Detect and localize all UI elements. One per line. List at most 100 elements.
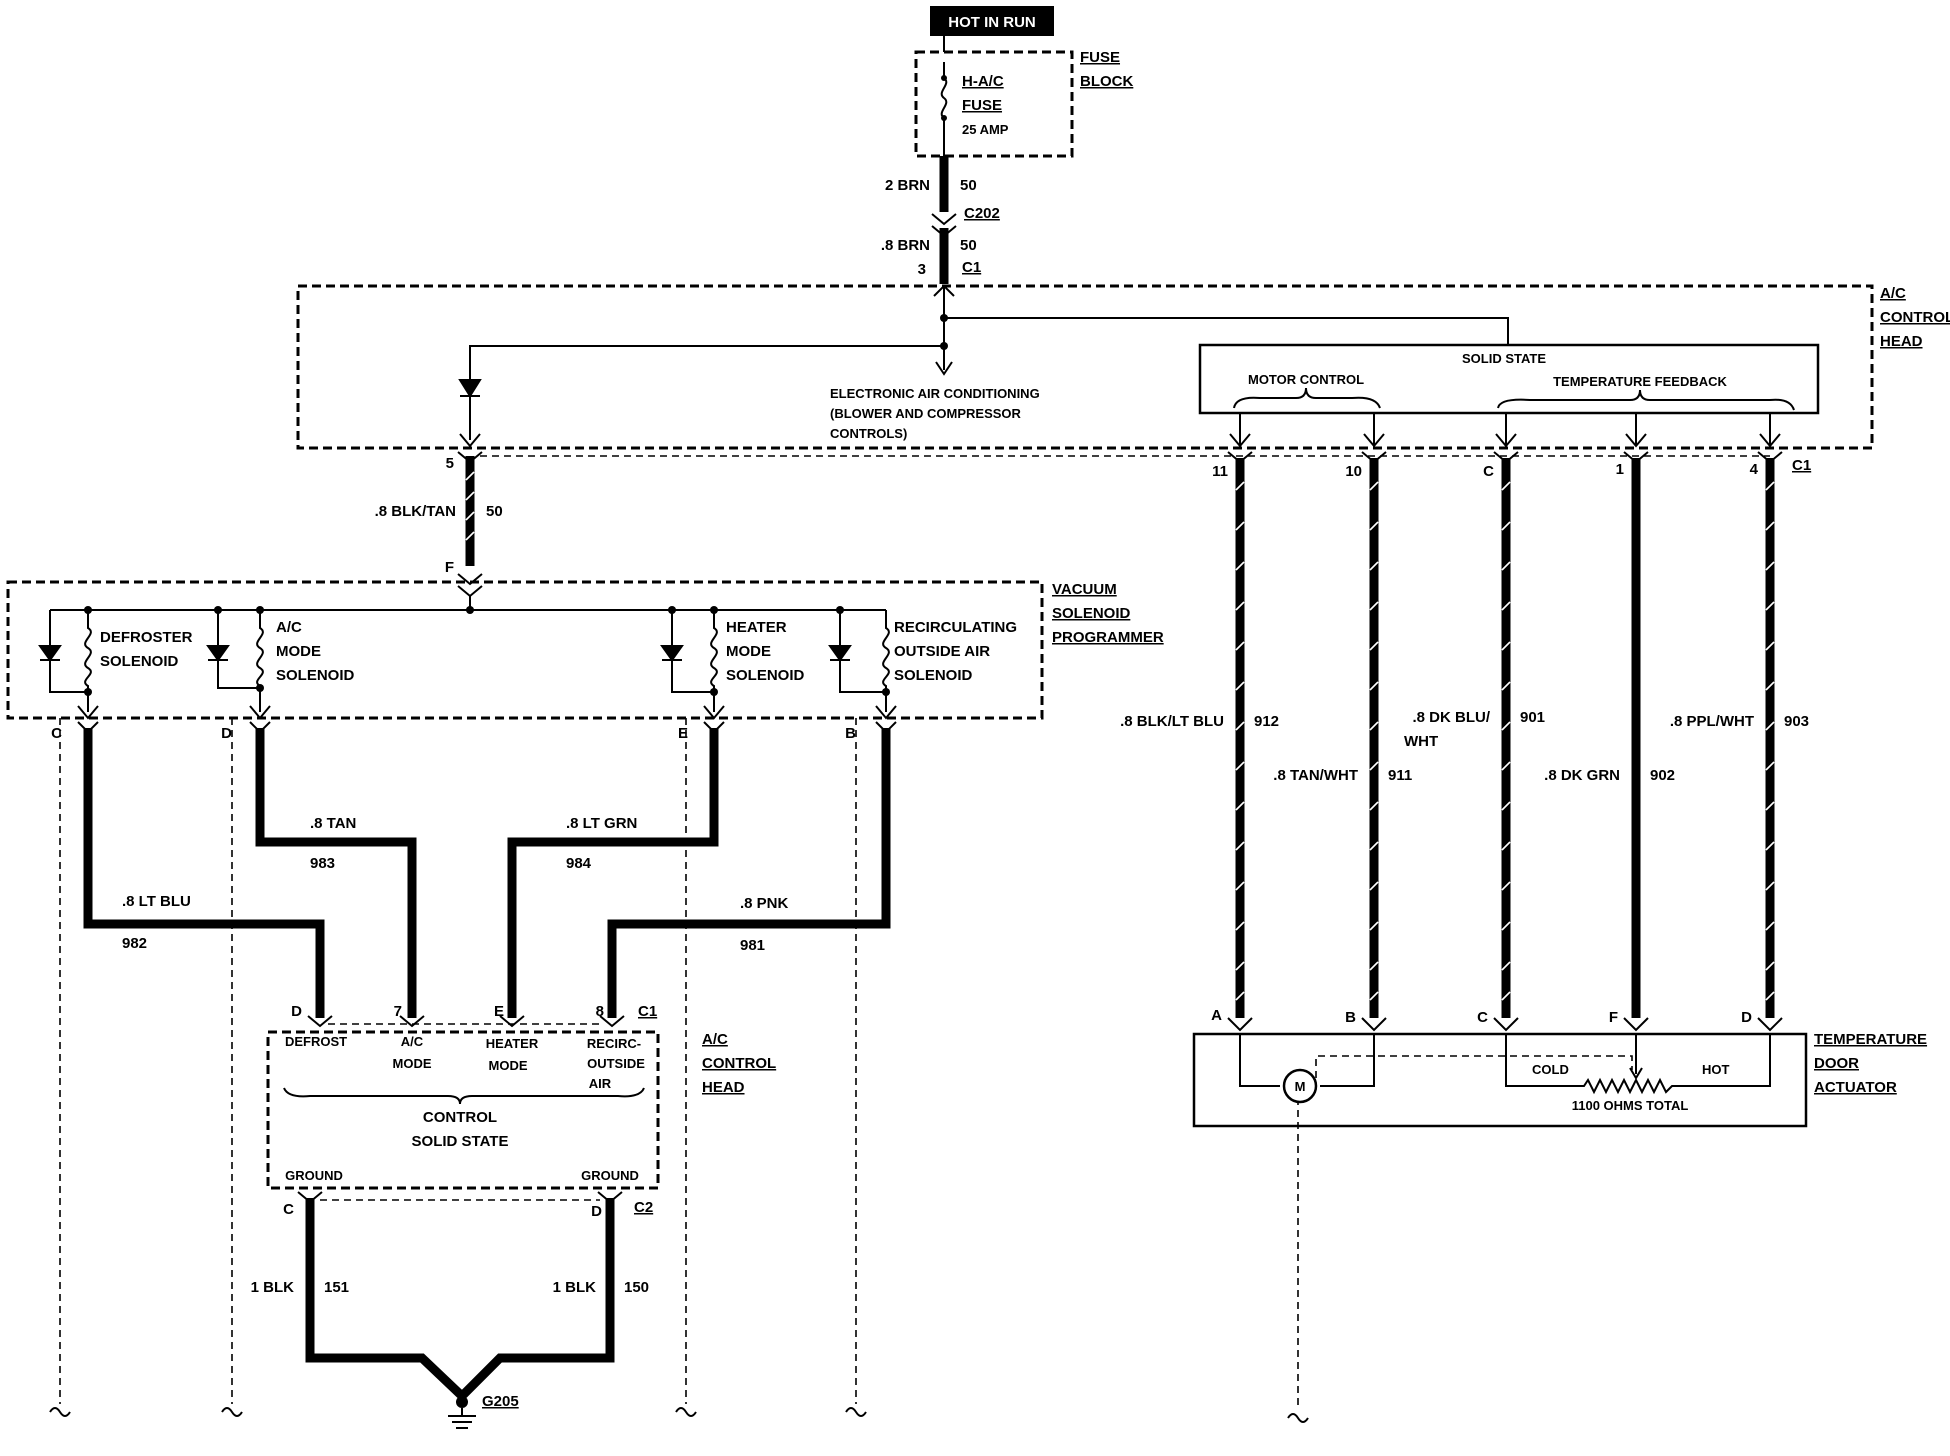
wire-911-circuit: 911 [1388, 767, 1412, 784]
actuator-pin-c: C [1477, 1009, 1488, 1026]
ground-left-gauge: 1 BLK [251, 1279, 295, 1296]
internal-branch-to-solid-state [944, 317, 1509, 345]
bottom-ac-mode-2: MODE [393, 1056, 432, 1071]
ac-mode-label-3: SOLENOID [276, 667, 355, 684]
wire-902-circuit: 902 [1650, 767, 1675, 784]
heater-label-2: MODE [726, 643, 771, 660]
defroster-label-2: SOLENOID [100, 653, 179, 670]
bottom-pin-8: 8 [596, 1003, 604, 1020]
bottom-control-brace [283, 1087, 645, 1105]
programmer-label-3: PROGRAMMER [1052, 629, 1164, 646]
wire-pnk-gauge: .8 PNK [740, 895, 789, 912]
temp-feedback-label: TEMPERATURE FEEDBACK [1553, 374, 1727, 389]
programmer-label-1: VACUUM [1052, 581, 1117, 598]
wire-tan-circuit: 983 [310, 855, 335, 872]
mode-wires: .8 LT BLU 982 .8 TAN 983 .8 LT GRN 984 .… [77, 721, 897, 1018]
actuator-motor-wiring [1239, 1034, 1375, 1087]
actuator-wire-stripes [1235, 481, 1775, 1001]
actuator-resistance: 1100 OHMS TOTAL [1572, 1098, 1689, 1113]
motor-label: M [1295, 1079, 1306, 1094]
wire-901-gauge-1: .8 DK BLU/ [1412, 709, 1490, 726]
programmer-pin-d-arrow [249, 705, 271, 720]
wire-903-gauge: .8 PPL/WHT [1670, 713, 1754, 730]
ac-control-head-bottom: D 7 E 8 C1 DEFROST A/C MODE HEATER MODE … [266, 1003, 776, 1220]
recirc-label-2: OUTSIDE AIR [894, 643, 990, 660]
motor-symbol [1282, 1068, 1318, 1104]
programmer-feed-stripes [465, 471, 475, 541]
fuse-name-1: H-A/C [962, 73, 1004, 90]
programmer-feed-section: .8 BLK/TAN 50 F [375, 451, 503, 598]
programmer-pin-f: F [445, 559, 454, 576]
ground-symbol [448, 1408, 476, 1429]
continuation-tilde-5 [1287, 1413, 1309, 1423]
feed-lower-circuit: 50 [960, 237, 977, 254]
bottom-control-head-box [266, 1030, 660, 1190]
programmer-label-2: SOLENOID [1052, 605, 1131, 622]
actuator-lower-connectors [1227, 1017, 1783, 1032]
ac-control-head-top: A/C CONTROL HEAD ELECTRONIC AIR CONDITIO… [296, 284, 1950, 480]
eac-label-2: (BLOWER AND COMPRESSOR [830, 406, 1022, 421]
actuator-wires: .8 BLK/LT BLU 912 .8 TAN/WHT 911 .8 DK B… [1120, 451, 1809, 1018]
heater-label-1: HEATER [726, 619, 787, 636]
pin-10-lead [1363, 413, 1385, 448]
hot-in-run-label: HOT IN RUN [948, 14, 1036, 31]
bottom-head-label-1: A/C [702, 1031, 728, 1048]
bottom-pin-7: 7 [394, 1003, 402, 1020]
ac-mode-solenoid: A/C MODE SOLENOID [206, 606, 355, 712]
actuator-label-3: ACTUATOR [1814, 1079, 1897, 1096]
fuse-terminal-top [941, 75, 947, 81]
heater-label-3: SOLENOID [726, 667, 805, 684]
potentiometer-wiper [1629, 1034, 1643, 1080]
bottom-control-label-1: CONTROL [423, 1109, 497, 1126]
hot-in-run-badge [930, 6, 1054, 36]
programmer-pin-e-arrow [703, 705, 725, 720]
programmer-pin-d: D [221, 725, 232, 742]
bottom-pin-d2: D [591, 1203, 602, 1220]
fuse-symbol [940, 62, 948, 156]
continuation-tilde-2 [221, 1407, 243, 1417]
actuator-pin-a: A [1211, 1007, 1222, 1024]
fuse-rating: 25 AMP [962, 122, 1009, 137]
pin-4-lead [1759, 413, 1781, 448]
fuse-block-label-1: FUSE [1080, 49, 1120, 66]
programmer-feed-connector [457, 573, 483, 598]
programmer-pin-b: B [845, 725, 856, 742]
bottom-recirc-2: OUTSIDE [587, 1056, 645, 1071]
eac-label-3: CONTROLS) [830, 426, 907, 441]
bottom-ground-right: GROUND [581, 1168, 639, 1183]
wire-912-gauge: .8 BLK/LT BLU [1120, 713, 1224, 730]
wire-pnk-circuit: 981 [740, 937, 765, 954]
programmer-pin-b-arrow [875, 705, 897, 720]
recirc-label-1: RECIRCULATING [894, 619, 1017, 636]
control-head-top-label-2: CONTROL [1880, 309, 1950, 326]
ground-wire-150 [458, 1198, 615, 1400]
bottom-connector-c2: C2 [634, 1199, 653, 1216]
ground-right-circuit: 150 [624, 1279, 649, 1296]
pin-1-lead [1625, 413, 1647, 448]
temp-feedback-brace [1497, 389, 1795, 411]
feed-connector-c1: C1 [962, 259, 981, 276]
connector-c202-label: C202 [964, 205, 1000, 222]
programmer-pin-e: E [678, 725, 688, 742]
pin-5-label: 5 [446, 455, 454, 472]
bottom-head-label-2: CONTROL [702, 1055, 776, 1072]
wire-tan-gauge: .8 TAN [310, 815, 356, 832]
wire-902-gauge: .8 DK GRN [1544, 767, 1620, 784]
bottom-pin-d: D [291, 1003, 302, 1020]
wire-901-circuit: 901 [1520, 709, 1545, 726]
ground-id: G205 [482, 1393, 519, 1410]
continuation-tilde-3 [675, 1407, 697, 1417]
fuse-terminal-bottom [941, 115, 947, 121]
actuator-cold-label: COLD [1532, 1062, 1569, 1077]
fuse-block-box [914, 50, 1074, 158]
motor-control-label: MOTOR CONTROL [1248, 372, 1364, 387]
power-feed-section: HOT IN RUN H-A/C FUSE 25 AMP FUSE BLOCK … [881, 6, 1133, 284]
fuse-block-label-2: BLOCK [1080, 73, 1133, 90]
continuation-tilde-4 [845, 1407, 867, 1417]
bottom-recirc-1: RECIRC- [587, 1036, 641, 1051]
temperature-door-actuator: A B C F D M COLD HOT 1100 OHMS TOTAL TEM… [1192, 1007, 1927, 1128]
wire-lt-blu-gauge: .8 LT BLU [122, 893, 191, 910]
programmer-box [6, 580, 1044, 720]
potentiometer-wiring [1505, 1034, 1771, 1095]
